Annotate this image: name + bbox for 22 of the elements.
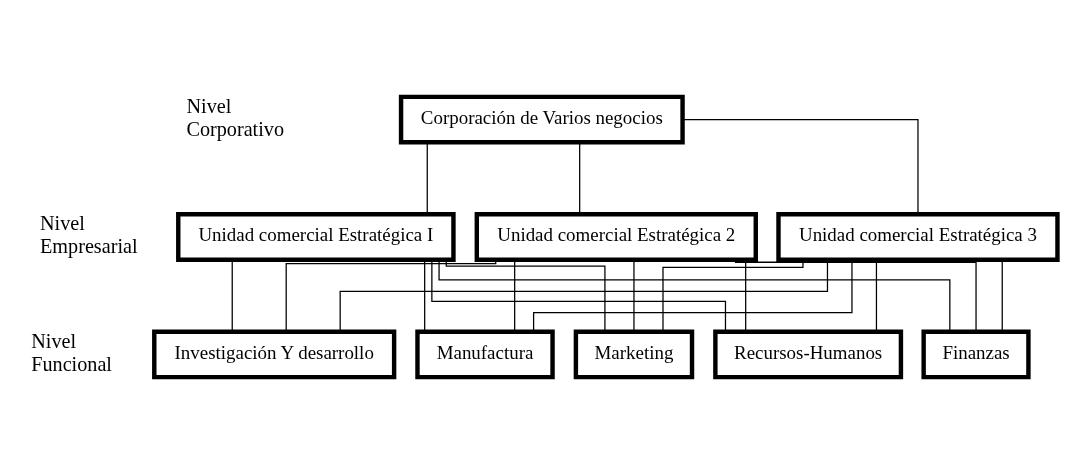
node-box: Recursos-Humanos (713, 328, 904, 379)
connector (633, 259, 635, 332)
connector (231, 259, 233, 332)
connector (1001, 259, 1003, 332)
connector (734, 258, 977, 332)
connector (682, 118, 919, 214)
node-box: Unidad comercial Estratégica 2 (474, 211, 758, 262)
label: Nivel Empresarial (40, 211, 138, 257)
node-box: Unidad comercial Estratégica 3 (776, 211, 1060, 262)
connector (514, 259, 516, 332)
node-box: Finanzas (921, 328, 1031, 379)
node-box: Unidad comercial Estratégica I (176, 211, 456, 262)
node-box: Marketing (573, 328, 695, 379)
label: Nivel Funcional (31, 329, 112, 375)
connector (426, 141, 428, 215)
node-box: Corporación de Varios negocios (398, 94, 685, 145)
label: Nivel Corporativo (186, 94, 285, 140)
connector (579, 141, 581, 215)
node-box: Manufactura (415, 328, 555, 379)
connector (424, 259, 426, 332)
node-box: Investigación Y desarrollo (152, 328, 397, 379)
connector (339, 259, 829, 332)
